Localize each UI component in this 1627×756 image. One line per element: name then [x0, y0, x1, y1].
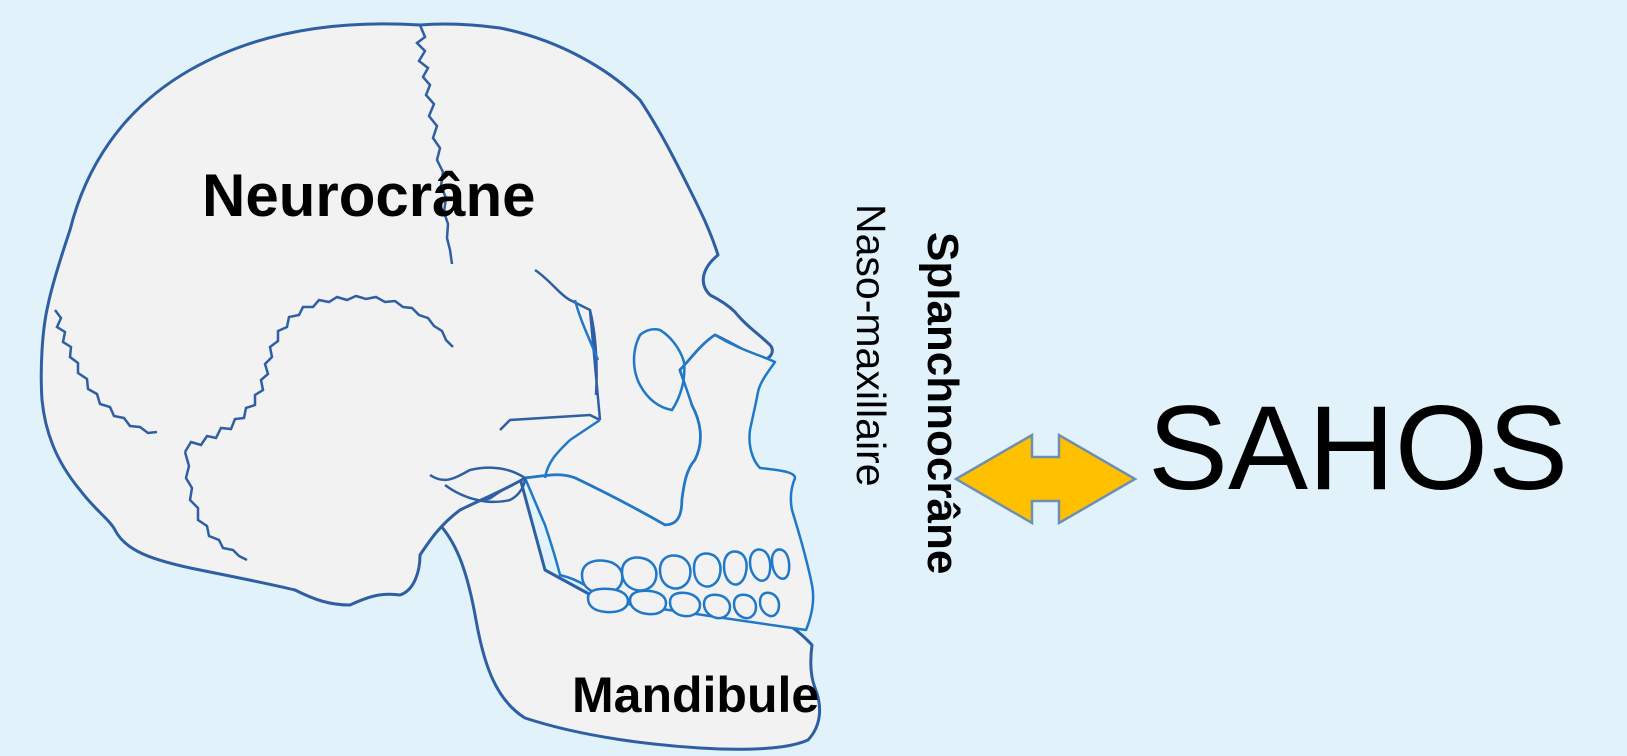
cranium-shape — [41, 24, 772, 605]
label-splanchnocrane: Splanchnocrâne — [920, 232, 964, 574]
label-naso-maxillaire: Naso-maxillaire — [850, 204, 891, 487]
label-sahos: SAHOS — [1148, 388, 1568, 508]
label-mandibule: Mandibule — [572, 670, 819, 720]
label-neurocrane: Neurocrâne — [202, 166, 535, 226]
double-arrow-icon — [956, 435, 1135, 523]
